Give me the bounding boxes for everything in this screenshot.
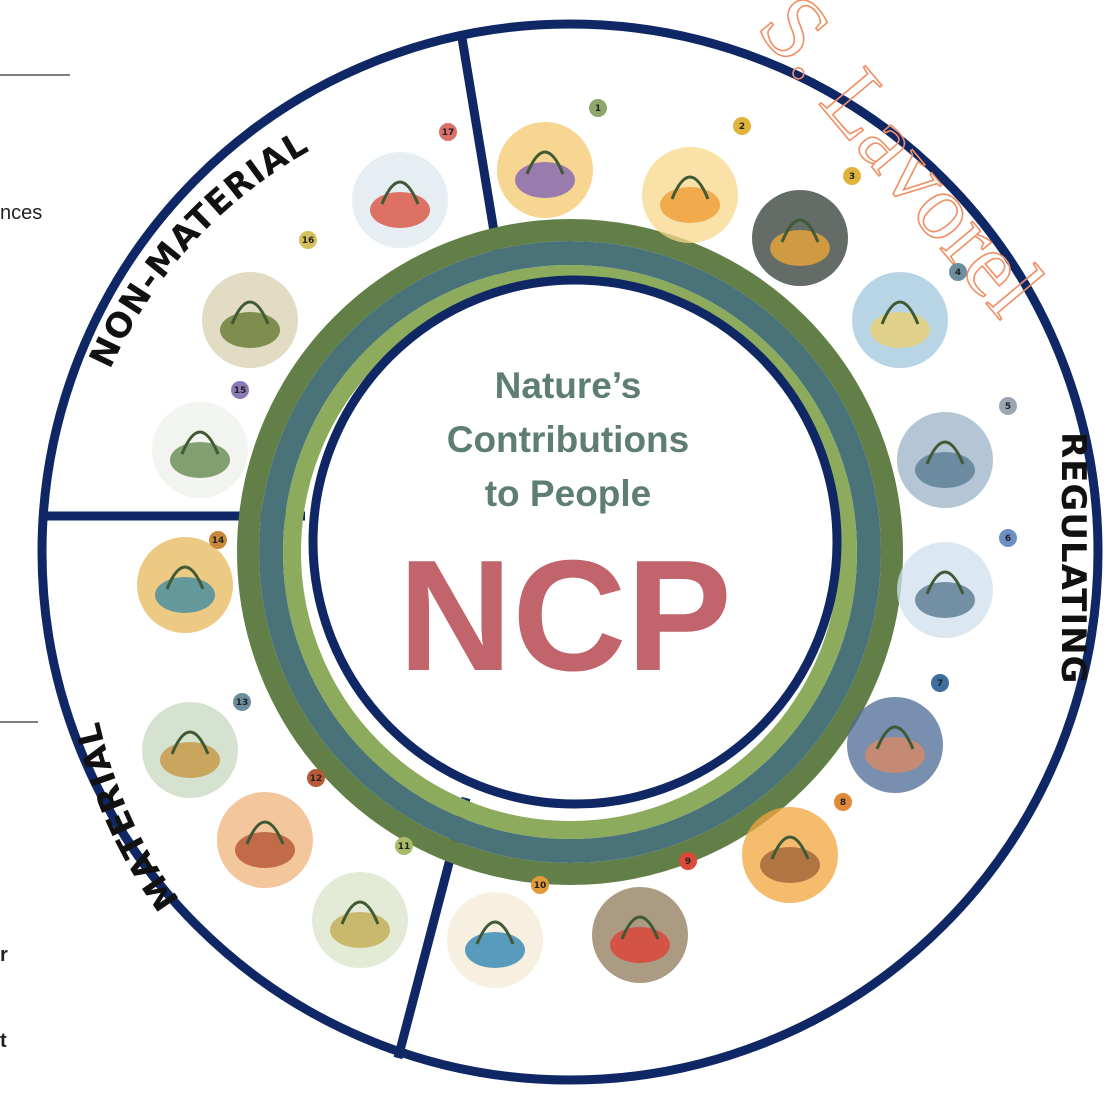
edge-fragment-1: nces: [0, 202, 43, 224]
ring-green-light: [283, 265, 857, 839]
number-badge: 3: [843, 167, 861, 185]
number-badge: 8: [834, 793, 852, 811]
edge-fragment-3: t: [0, 1030, 7, 1052]
number-badge-label: 9: [685, 857, 691, 867]
identity-hands-icon: [352, 152, 448, 248]
number-badge-label: 4: [955, 268, 961, 278]
number-badge: 15: [231, 381, 249, 399]
wind-energy-icon: [312, 872, 408, 968]
sector-label-regulating: REGULATING: [1053, 432, 1093, 684]
number-badge: 16: [299, 231, 317, 249]
number-badge: 10: [531, 876, 549, 894]
number-badge-label: 11: [398, 842, 411, 852]
number-badge-label: 1: [595, 104, 601, 114]
number-badge-label: 16: [302, 236, 315, 246]
number-badge-label: 10: [534, 881, 547, 891]
bird-habitat-icon: [447, 892, 543, 988]
center-line-1: Nature’s: [495, 365, 642, 406]
globe-air-icon: [852, 272, 948, 368]
bee-flower-icon: [642, 147, 738, 243]
number-badge-label: 17: [442, 128, 455, 138]
learning-plants-icon: [152, 402, 248, 498]
center-acronym: NCP: [398, 528, 732, 704]
pollination-person-icon: [497, 122, 593, 218]
flower-seed-icon: [752, 190, 848, 286]
ring-green-dark: [237, 219, 903, 885]
number-badge-label: 12: [310, 774, 323, 784]
materials-icon: [142, 702, 238, 798]
number-badge-label: 15: [234, 386, 247, 396]
climate-cloud-icon: [897, 412, 993, 508]
number-badge: 17: [439, 123, 457, 141]
number-badge: 7: [931, 674, 949, 692]
number-badge: 4: [949, 263, 967, 281]
center-line-3: to People: [485, 473, 652, 514]
number-badge: 13: [233, 693, 251, 711]
hazard-fire-icon: [592, 887, 688, 983]
number-badge: 5: [999, 397, 1017, 415]
number-badge-label: 8: [840, 798, 846, 808]
ring-slate: [259, 241, 881, 863]
food-basket-icon: [217, 792, 313, 888]
soil-sprout-icon: [742, 807, 838, 903]
water-tap-icon: [897, 542, 993, 638]
center-line-2: Contributions: [447, 419, 690, 460]
experiences-hikers-icon: [202, 272, 298, 368]
number-badge-label: 2: [739, 122, 745, 132]
number-badge-label: 3: [849, 172, 855, 182]
number-badge: 12: [307, 769, 325, 787]
water-quality-icon: [847, 697, 943, 793]
number-badge-label: 7: [937, 679, 943, 689]
number-badge: 6: [999, 529, 1017, 547]
number-badge: 9: [679, 852, 697, 870]
number-badge-label: 14: [212, 536, 225, 546]
medicine-icon: [137, 537, 233, 633]
number-badge: 1: [589, 99, 607, 117]
number-badge: 11: [395, 837, 413, 855]
number-badge-label: 5: [1005, 402, 1011, 412]
number-badge: 14: [209, 531, 227, 549]
number-badge-label: 13: [236, 698, 249, 708]
number-badge-label: 6: [1005, 534, 1011, 544]
number-badge: 2: [733, 117, 751, 135]
edge-fragment-2: r: [0, 944, 8, 966]
inner-ring: [308, 275, 842, 809]
